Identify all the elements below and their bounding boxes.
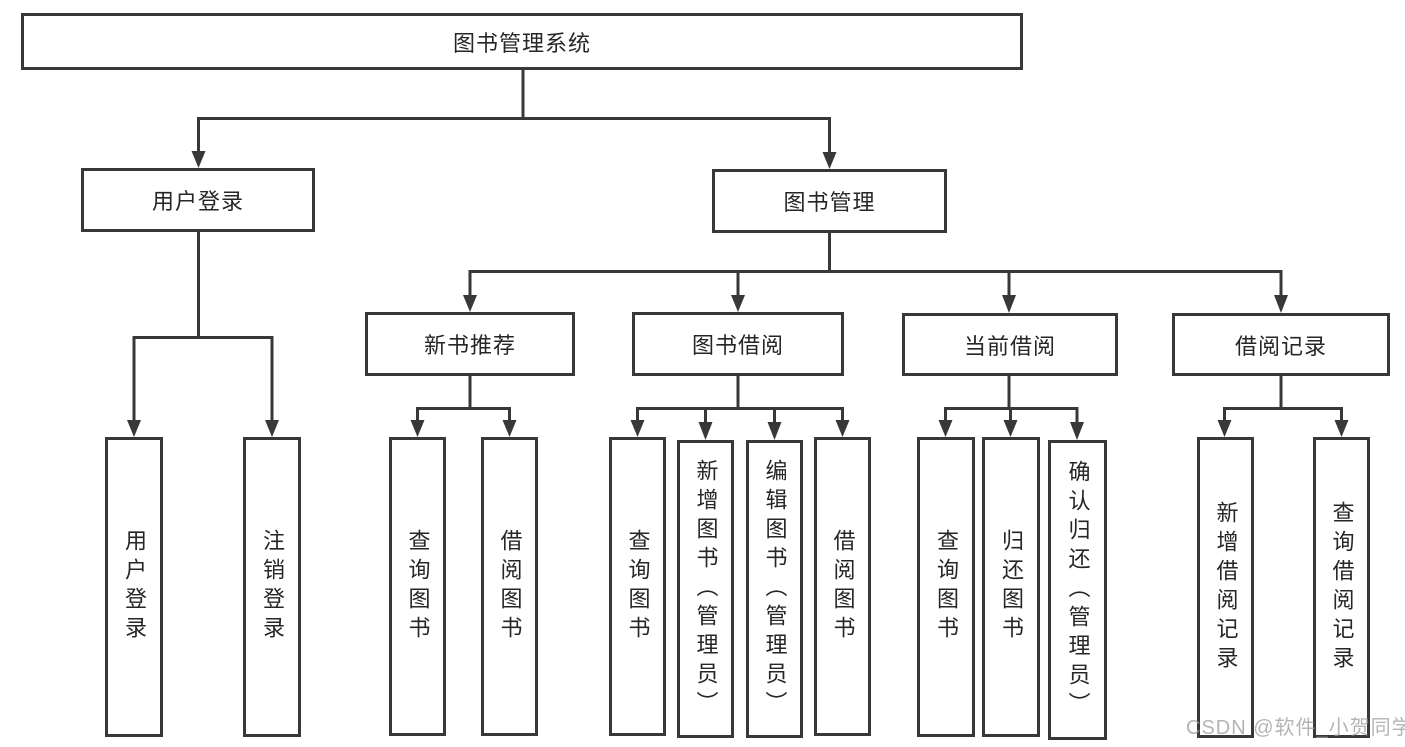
node-new-book-recommend: 新书推荐 [365, 312, 575, 376]
node-book-borrowing-label: 图书借阅 [691, 333, 784, 358]
leaf-bb-borrow-books-label: 借阅图书 [830, 528, 856, 645]
node-book-borrowing: 图书借阅 [632, 312, 844, 376]
leaf-bb-query-books: 查询图书 [609, 437, 666, 736]
leaf-bb-add-books-admin: 新增图书（管理员） [677, 440, 734, 738]
node-current-borrowing-label: 当前借阅 [963, 333, 1056, 359]
arrowhead [463, 295, 477, 312]
arrowhead [1002, 295, 1016, 313]
node-book-management-label: 图书管理 [783, 190, 876, 215]
leaf-cb-query-books: 查询图书 [917, 437, 975, 737]
arrowhead [1274, 295, 1288, 313]
node-user-login: 用户登录 [81, 168, 315, 232]
leaf-br-query-record-label: 查询借阅记录 [1329, 500, 1355, 675]
leaf-bb-edit-books-admin-label: 编辑图书（管理员） [762, 458, 788, 720]
arrowhead [127, 420, 141, 437]
leaf-user-login: 用户登录 [105, 437, 163, 737]
leaf-cb-return-books-label: 归还图书 [999, 529, 1024, 645]
leaf-nbr-query-books: 查询图书 [389, 437, 446, 736]
leaf-logout-label: 注销登录 [260, 529, 285, 645]
node-root-system: 图书管理系统 [21, 13, 1023, 70]
arrowhead [630, 420, 645, 437]
leaf-br-add-record-label: 新增借阅记录 [1213, 500, 1239, 675]
arrowhead [1003, 420, 1018, 437]
leaf-bb-query-books-label: 查询图书 [625, 528, 651, 645]
leaf-br-add-record: 新增借阅记录 [1197, 437, 1254, 738]
leaf-bb-add-books-admin-label: 新增图书（管理员） [693, 458, 719, 720]
arrowhead [1334, 420, 1349, 437]
leaf-bb-borrow-books: 借阅图书 [814, 437, 871, 736]
leaf-cb-query-books-label: 查询图书 [934, 529, 959, 645]
leaf-nbr-borrow-books: 借阅图书 [481, 437, 538, 736]
node-borrowing-records: 借阅记录 [1172, 313, 1390, 376]
watermark: CSDN @软件_小贺同学 [1186, 717, 1405, 739]
leaf-nbr-borrow-books-label: 借阅图书 [497, 528, 523, 645]
leaf-user-login-label: 用户登录 [122, 529, 147, 645]
node-current-borrowing: 当前借阅 [902, 313, 1118, 376]
arrowhead [822, 152, 837, 169]
leaf-logout: 注销登录 [243, 437, 301, 737]
arrowhead [1070, 422, 1084, 440]
arrowhead [191, 151, 206, 168]
leaf-br-query-record: 查询借阅记录 [1313, 437, 1370, 738]
arrowhead [731, 295, 745, 312]
node-root-system-label: 图书管理系统 [452, 30, 591, 56]
arrowhead [502, 420, 517, 437]
leaf-cb-return-books: 归还图书 [982, 437, 1040, 737]
leaf-cb-confirm-return-admin: 确认归还（管理员） [1048, 440, 1107, 740]
arrowhead [410, 420, 425, 437]
arrowhead [265, 420, 279, 437]
node-new-book-recommend-label: 新书推荐 [423, 333, 516, 358]
node-borrowing-records-label: 借阅记录 [1234, 333, 1327, 359]
leaf-cb-confirm-return-admin-label: 确认归还（管理员） [1065, 459, 1091, 721]
node-book-management: 图书管理 [712, 169, 947, 233]
arrowhead [1217, 420, 1232, 437]
leaf-bb-edit-books-admin: 编辑图书（管理员） [746, 440, 803, 738]
arrowhead [698, 422, 713, 440]
node-user-login-label: 用户登录 [151, 189, 244, 214]
arrowhead [938, 420, 953, 437]
leaf-nbr-query-books-label: 查询图书 [405, 528, 431, 645]
arrowhead [835, 420, 850, 437]
arrowhead [767, 422, 782, 440]
